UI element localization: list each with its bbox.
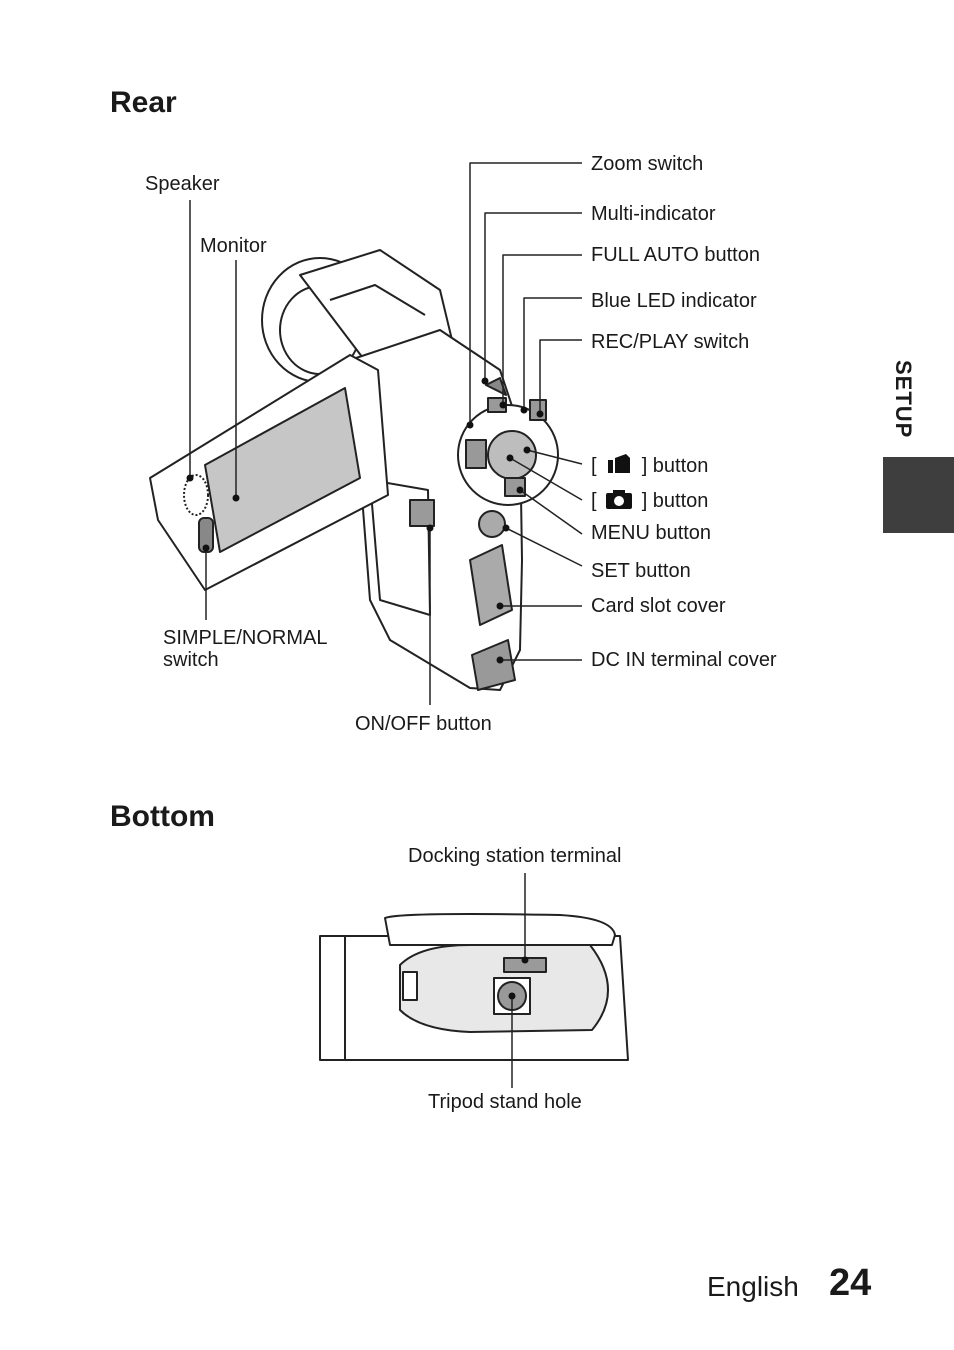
label-multi-indicator: Multi-indicator (591, 203, 716, 225)
label-docking-station-terminal: Docking station terminal (408, 845, 622, 867)
label-movie-button: [ ] button (591, 453, 708, 477)
label-simple-normal-switch: SIMPLE/NORMAL switch (163, 627, 328, 671)
label-full-auto-button: FULL AUTO button (591, 244, 760, 266)
footer-language: English (707, 1271, 799, 1302)
label-card-slot-cover: Card slot cover (591, 595, 726, 617)
bracket-close: ] button (641, 455, 709, 477)
side-tab-label: SETUP (891, 360, 916, 439)
bracket-close: ] button (641, 490, 709, 512)
bottom-camera-drawing (319, 913, 629, 1061)
section-title-rear: Rear (110, 86, 177, 119)
label-monitor: Monitor (200, 235, 267, 257)
rear-camera-drawing (149, 249, 559, 691)
label-set-button: SET button (591, 560, 691, 582)
label-tripod-stand-hole: Tripod stand hole (428, 1091, 582, 1113)
leader-dots (186, 377, 544, 1000)
label-photo-button: [ ] button (591, 488, 708, 512)
label-rec-play-switch: REC/PLAY switch (591, 331, 750, 353)
still-camera-icon (606, 490, 633, 509)
section-title-bottom: Bottom (110, 800, 215, 833)
label-dc-in-terminal-cover: DC IN terminal cover (591, 649, 777, 671)
side-tab-marker (883, 457, 954, 533)
leader-lines (189, 162, 583, 1088)
label-zoom-switch: Zoom switch (591, 153, 704, 175)
video-camera-icon (608, 454, 631, 473)
page-number: 24 (829, 1262, 872, 1304)
label-on-off-button: ON/OFF button (355, 713, 492, 735)
label-speaker: Speaker (145, 173, 220, 195)
label-menu-button: MENU button (591, 522, 712, 544)
bracket-open: [ (591, 455, 597, 477)
label-blue-led-indicator: Blue LED indicator (591, 290, 757, 312)
bracket-open: [ (591, 490, 597, 512)
